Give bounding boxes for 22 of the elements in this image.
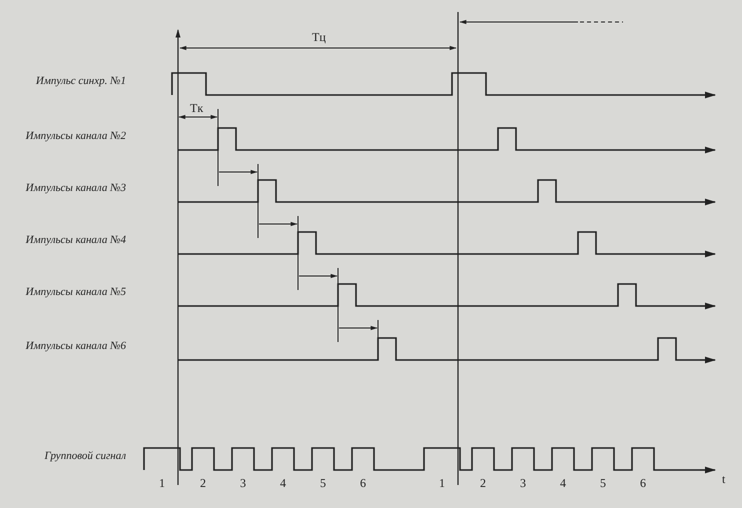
signal-label: Импульсы канала №2	[24, 130, 126, 142]
pulse-number: 2	[480, 476, 486, 491]
pulse-number: 5	[600, 476, 606, 491]
pulse-number: 3	[520, 476, 526, 491]
pulse-number: 6	[360, 476, 366, 491]
pulse-number: 6	[640, 476, 646, 491]
signal-label: Импульсы канала №5	[24, 286, 126, 298]
signal-label: Импульс синхр. №1	[34, 75, 126, 87]
axis-label: t	[722, 472, 726, 487]
signal-label: Импульсы канала №3	[24, 182, 126, 194]
dimension-label: Tц	[312, 30, 326, 45]
pulse-number: 1	[439, 476, 445, 491]
pulse-number: 4	[280, 476, 286, 491]
pulse-number: 5	[320, 476, 326, 491]
pulse-number: 3	[240, 476, 246, 491]
signal-label: Импульсы канала №4	[24, 234, 126, 246]
pulse-number: 1	[159, 476, 165, 491]
pulse-number: 2	[200, 476, 206, 491]
pulse-number: 4	[560, 476, 566, 491]
signal-label: Импульсы канала №6	[24, 340, 126, 352]
dimension-label: Tк	[190, 101, 204, 116]
signal-label: Групповой сигнал	[44, 450, 126, 462]
